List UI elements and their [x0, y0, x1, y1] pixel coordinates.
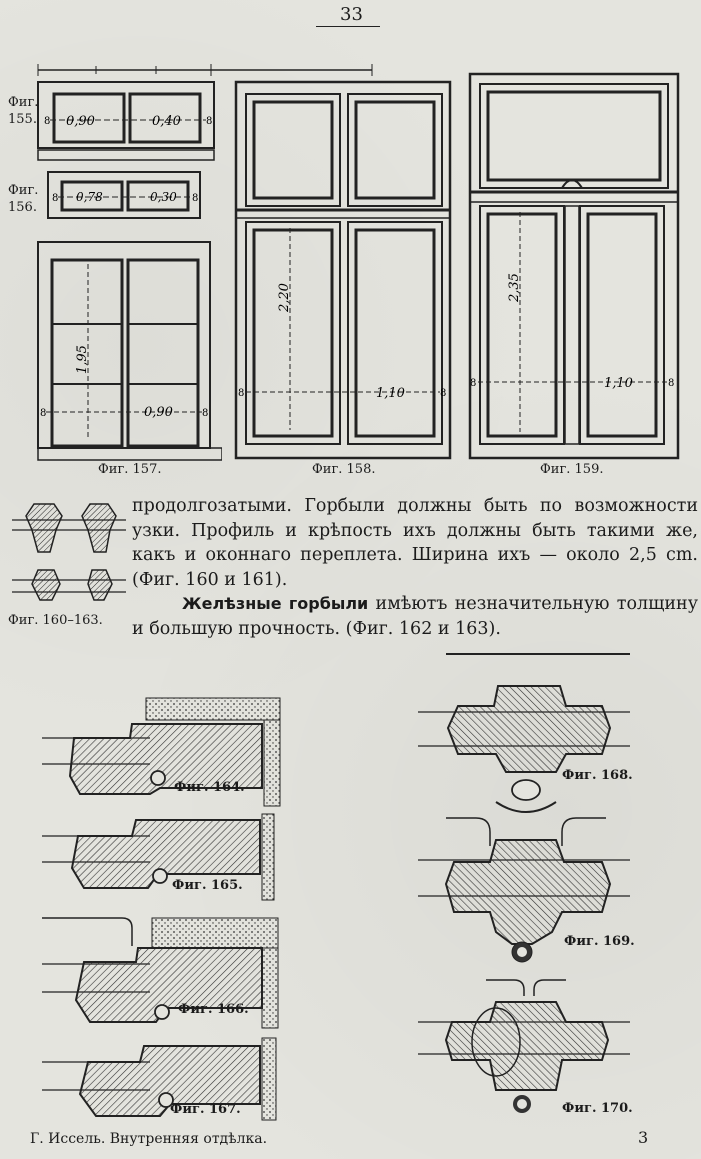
footer-running-title: Г. Иссель. Внутренняя отдѣлка. [30, 1131, 268, 1147]
page-number: 33 [340, 4, 363, 25]
svg-text:8: 8 [206, 116, 212, 127]
fig-155-dim-left: 0,90 [66, 114, 95, 129]
fig-159-window: 8 8 2,35 1,10 [468, 72, 680, 460]
fig-164-167-sections [42, 697, 281, 1121]
fig-156-dim-left: 0,78 [76, 190, 103, 204]
svg-text:8: 8 [668, 378, 674, 389]
paragraph-2-bold: Желѣзные горбыли [182, 594, 369, 613]
svg-text:8: 8 [202, 408, 208, 419]
fig-168-170-sections [418, 653, 630, 1113]
fig-157-label: Фиг. 157. [98, 462, 162, 477]
fig-158-height: 2,20 [277, 283, 292, 313]
fig-158-label: Фиг. 158. [312, 462, 376, 477]
paragraph-2-rest: имѣютъ незначительную толщину и большую … [132, 594, 698, 639]
fig-167-label: Фиг. 167. [170, 1102, 241, 1117]
fig-170-label: Фиг. 170. [562, 1101, 633, 1116]
fig-155-dim-right: 0,40 [152, 114, 181, 129]
paragraph-1: продолгозатыми. Горбыли должны быть по в… [132, 496, 698, 590]
fig-158-window: 8 8 2,20 1,10 [234, 80, 452, 460]
svg-text:8: 8 [470, 378, 476, 389]
body-text: продолгозатыми. Горбыли должны быть по в… [132, 494, 698, 641]
svg-text:8: 8 [52, 193, 58, 204]
fig-159-label: Фиг. 159. [540, 462, 604, 477]
fig-160-163-label: Фиг. 160–163. [8, 613, 103, 628]
fig-164-label: Фиг. 164. [174, 780, 245, 795]
fig-168-label: Фиг. 168. [562, 768, 633, 783]
fig-157-width: 0,90 [144, 405, 173, 420]
fig-157-height: 1,95 [75, 345, 90, 374]
svg-text:8: 8 [238, 388, 244, 399]
fig-165-label: Фиг. 165. [172, 878, 243, 893]
fig-157-window: 8 8 1,95 0,90 [37, 241, 222, 461]
fig-155-window: 8 8 0,90 0,40 [37, 81, 215, 161]
fig-155-label: Фиг. 155. [8, 95, 39, 127]
scale-bar [37, 64, 373, 76]
fig-166-label: Фиг. 166. [178, 1002, 249, 1017]
svg-text:8: 8 [40, 408, 46, 419]
fig-156-label: Фиг. 156. [8, 183, 39, 215]
svg-text:8: 8 [192, 193, 198, 204]
paragraph-2: Желѣзные горбыли имѣютъ незначительную т… [132, 592, 698, 641]
fig-158-width: 1,10 [376, 386, 405, 401]
page-number-rule [316, 26, 380, 27]
svg-text:8: 8 [44, 116, 50, 127]
footer-signature-mark: 3 [638, 1128, 649, 1147]
fig-159-width: 1,10 [604, 376, 633, 391]
fig-169-label: Фиг. 169. [564, 934, 635, 949]
fig-160-163-profiles [12, 503, 126, 601]
svg-text:8: 8 [440, 388, 446, 399]
fig-156-window: 8 8 0,78 0,30 [47, 171, 201, 219]
fig-159-height: 2,35 [507, 273, 522, 303]
fig-156-dim-right: 0,30 [150, 190, 177, 204]
